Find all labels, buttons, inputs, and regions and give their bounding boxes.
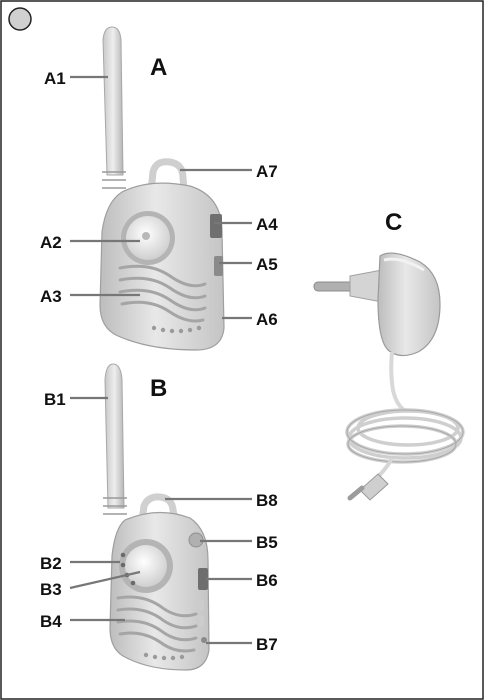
- label-b5: B5: [256, 533, 278, 552]
- label-a2: A2: [40, 233, 62, 252]
- label-b1: B1: [44, 390, 66, 409]
- section-a-label: A: [150, 54, 167, 81]
- label-b3: B3: [40, 580, 62, 599]
- label-b2: B2: [40, 554, 62, 573]
- label-a5: A5: [256, 255, 278, 274]
- label-b6: B6: [256, 571, 278, 590]
- label-a7: A7: [256, 162, 278, 181]
- section-c-label: C: [385, 209, 402, 236]
- label-b8: B8: [256, 491, 278, 510]
- label-b7: B7: [256, 635, 278, 654]
- label-a1: A1: [44, 69, 66, 88]
- label-a4: A4: [256, 215, 278, 234]
- label-a3: A3: [40, 287, 62, 306]
- parent-unit-illustration: [103, 364, 209, 670]
- section-b-label: B: [150, 375, 167, 402]
- page-marker-circle-icon: [9, 8, 31, 30]
- label-b4: B4: [40, 612, 62, 631]
- label-a6: A6: [256, 310, 278, 329]
- power-adapter-illustration: [314, 253, 463, 500]
